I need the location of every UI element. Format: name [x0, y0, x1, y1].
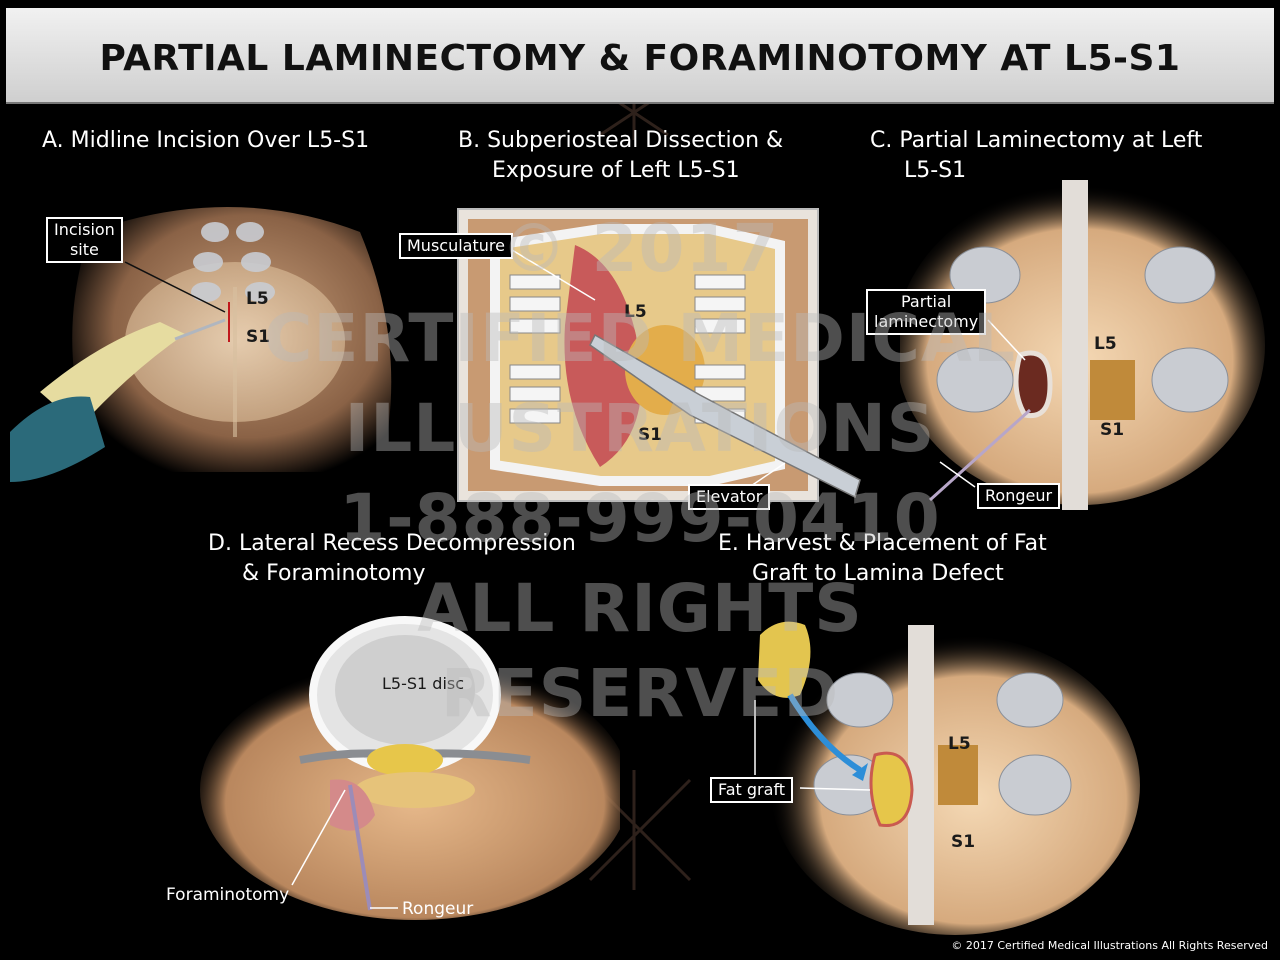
page-title: PARTIAL LAMINECTOMY & FORAMINOTOMY AT L5…	[99, 38, 1181, 79]
callout-incision-site-line1: Incision	[54, 220, 115, 239]
panel-c-letter: C.	[870, 128, 893, 153]
panel-b-letter: B.	[458, 128, 481, 153]
panel-e-illustration	[758, 621, 1140, 935]
panel-b-title-line2: Exposure of Left L5-S1	[492, 158, 740, 183]
panel-d-title-line2: & Foraminotomy	[242, 561, 426, 586]
panel-a-s1-label: S1	[246, 327, 271, 347]
panel-d-heading: D. Lateral Recess Decompression & Forami…	[208, 529, 576, 589]
panel-c-l5-label: L5	[1094, 334, 1117, 354]
callout-partial-laminectomy: Partial laminectomy	[866, 289, 987, 335]
panel-a-l5-label: L5	[246, 289, 269, 309]
panel-d-illustration	[200, 616, 620, 920]
panel-d-rongeur-label: Rongeur	[402, 899, 474, 919]
panel-e-letter: E.	[718, 531, 739, 556]
panel-a-leader-lines	[124, 261, 226, 313]
panel-b-s1-label: S1	[638, 425, 663, 445]
panel-c-leader-lines	[939, 319, 1026, 488]
panel-b-heading: B. Subperiosteal Dissection & Exposure o…	[458, 126, 783, 186]
panel-e-leader-lines	[754, 700, 871, 791]
panel-a-illustration	[10, 207, 392, 482]
callout-partial-laminectomy-line1: Partial	[900, 292, 952, 311]
panel-c-title-line2: L5-S1	[904, 158, 967, 183]
panel-e-l5-label: L5	[948, 734, 971, 754]
panel-b-illustration	[457, 208, 861, 502]
panel-d-leader-lines	[291, 789, 398, 909]
panel-e-title-line2: Graft to Lamina Defect	[752, 561, 1004, 586]
panel-d-foraminotomy-label: Foraminotomy	[166, 885, 290, 905]
callout-fat-graft: Fat graft	[710, 777, 794, 803]
panel-b-leader-lines	[511, 249, 786, 491]
panel-b-title-line1: Subperiosteal Dissection &	[487, 128, 784, 153]
callout-rongeur-c: Rongeur	[977, 483, 1061, 509]
copyright-notice: © 2017 Certified Medical Illustrations A…	[951, 939, 1268, 952]
panel-b-l5-label: L5	[624, 302, 647, 322]
panel-a-letter: A.	[42, 128, 64, 153]
title-bar: PARTIAL LAMINECTOMY & FORAMINOTOMY AT L5…	[6, 8, 1274, 104]
panel-d-title-line1: Lateral Recess Decompression	[238, 531, 576, 556]
callout-incision-site: Incision site	[46, 217, 123, 263]
callout-musculature: Musculature	[399, 233, 513, 259]
panel-a-heading: A. Midline Incision Over L5-S1	[42, 126, 369, 156]
panel-c-heading: C. Partial Laminectomy at Left L5-S1	[870, 126, 1202, 186]
panel-c-s1-label: S1	[1100, 420, 1125, 440]
callout-elevator: Elevator	[688, 484, 771, 510]
panel-d-letter: D.	[208, 531, 232, 556]
panel-e-s1-label: S1	[951, 832, 976, 852]
callout-partial-laminectomy-line2: laminectomy	[874, 312, 979, 331]
panel-e-title-line1: Harvest & Placement of Fat	[745, 531, 1047, 556]
panel-a-title: Midline Incision Over L5-S1	[70, 128, 370, 153]
callout-incision-site-line2: site	[69, 240, 99, 259]
panel-d-disc-label: L5-S1 disc	[382, 674, 465, 693]
panel-c-title-line1: Partial Laminectomy at Left	[899, 128, 1203, 153]
panel-e-heading: E. Harvest & Placement of Fat Graft to L…	[718, 529, 1047, 589]
